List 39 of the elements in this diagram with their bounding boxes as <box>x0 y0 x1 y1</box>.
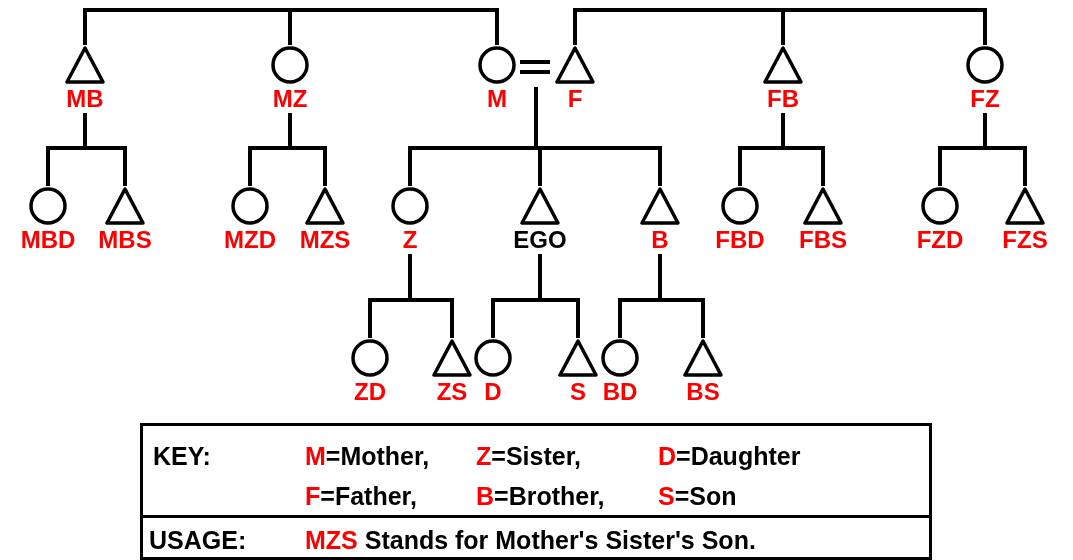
key-entry: M=Mother, <box>305 441 430 471</box>
kin-term-label: BS <box>685 378 721 406</box>
kin-term-label: MBD <box>19 226 77 254</box>
kin-term-label: D <box>483 378 503 406</box>
usage-note: MZS Stands for Mother's Sister's Son. <box>305 525 756 555</box>
kin-term-label: FBS <box>798 226 848 254</box>
key-entry: F=Father, <box>305 481 417 511</box>
key-heading: USAGE: <box>149 525 247 555</box>
marriage-line <box>520 60 550 74</box>
kinship-line <box>288 8 499 45</box>
kin-term-label: MB <box>65 85 105 113</box>
kinship-line <box>408 254 454 338</box>
key-entry: B=Brother, <box>476 481 605 511</box>
key-entry: Z=Sister, <box>476 441 581 471</box>
kinship-line <box>781 8 987 45</box>
kin-term-label: ZD <box>353 378 387 406</box>
kin-term-label: MZD <box>223 226 277 254</box>
kin-term-label: EGO <box>512 226 568 254</box>
kin-term-label: FBD <box>714 226 766 254</box>
kin-term-label: FZD <box>915 226 965 254</box>
kinship-line <box>288 113 327 186</box>
kin-term-label: S <box>569 378 587 406</box>
key-entry: D=Daughter <box>658 441 801 471</box>
kin-term-label: Z <box>401 226 419 254</box>
key-heading: KEY: <box>153 441 211 471</box>
kin-term-label: FZS <box>1001 226 1049 254</box>
kin-term-label: FZ <box>969 85 1001 113</box>
kin-term-label: MZ <box>271 85 309 113</box>
kin-term-label: M <box>486 85 508 113</box>
kin-term-label: ZS <box>435 378 469 406</box>
kin-term-label: MBS <box>97 226 153 254</box>
kinship-line <box>538 254 580 338</box>
kinship-line <box>658 254 705 338</box>
kin-term-label: F <box>566 85 584 113</box>
kin-term-label: FB <box>766 85 800 113</box>
kin-term-label: BD <box>601 378 639 406</box>
kin-term-label: B <box>650 226 670 254</box>
key-entry: S=Son <box>658 481 737 511</box>
kin-term-label: MZS <box>298 226 352 254</box>
